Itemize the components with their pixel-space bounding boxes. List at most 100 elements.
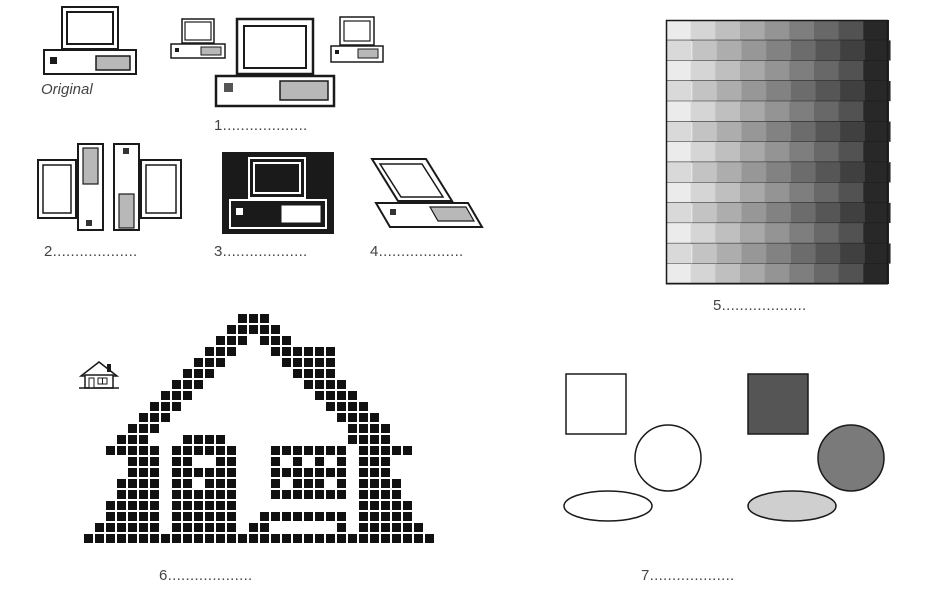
gradient-cell — [692, 202, 718, 224]
answer-blank-7[interactable]: 7................... — [641, 567, 735, 584]
house-pixel — [227, 468, 236, 477]
house-pixel — [293, 347, 302, 356]
answer-blank-2[interactable]: 2................... — [44, 243, 138, 260]
gradient-cell — [715, 20, 741, 41]
house-pixel — [128, 479, 137, 488]
gradient-cell — [790, 202, 817, 224]
house-pixel — [216, 534, 225, 543]
gradient-cell — [666, 243, 692, 264]
gradient-cell — [814, 141, 840, 163]
house-pixel — [227, 446, 236, 455]
house-pixel — [117, 501, 126, 510]
gradient-cell — [740, 20, 766, 41]
house-pixel — [238, 314, 247, 323]
house-pixel — [381, 479, 390, 488]
gradient-cell — [740, 141, 766, 163]
house-pixel — [227, 501, 236, 510]
house-pixel — [282, 446, 291, 455]
gradient-cell — [863, 223, 889, 244]
house-pixel — [172, 446, 181, 455]
house-pixel — [359, 413, 368, 422]
computer-large-icon — [214, 17, 336, 108]
answer-blank-3[interactable]: 3................... — [214, 243, 308, 260]
house-pixel — [216, 457, 225, 466]
answer-blank-1[interactable]: 1................... — [214, 117, 308, 134]
house-pixel — [150, 468, 159, 477]
gradient-cell — [838, 60, 865, 81]
house-pixel — [381, 468, 390, 477]
house-pixel — [315, 347, 324, 356]
house-pixel — [128, 468, 137, 477]
house-pixel — [293, 490, 302, 499]
house-pixel — [194, 468, 203, 477]
gradient-cell — [666, 101, 692, 122]
computer-skewed-icon — [370, 158, 484, 228]
house-pixel — [117, 435, 126, 444]
gradient-cell — [690, 263, 717, 284]
house-pixel — [370, 534, 379, 543]
house-pixel — [326, 391, 335, 400]
gradient-cell — [666, 202, 692, 224]
gradient-cell — [764, 141, 791, 163]
house-pixel — [139, 523, 148, 532]
house-pixel — [315, 457, 324, 466]
gradient-cell — [690, 60, 717, 81]
gradient-cell — [789, 101, 815, 122]
house-pixel — [370, 501, 379, 510]
house-pixel — [282, 512, 291, 521]
house-pixel — [216, 523, 225, 532]
house-pixel — [381, 512, 390, 521]
house-pixel — [150, 523, 159, 532]
house-pixel — [183, 369, 192, 378]
house-pixel — [293, 446, 302, 455]
house-pixel — [128, 501, 137, 510]
house-pixel — [403, 501, 412, 510]
house-pixel — [359, 523, 368, 532]
house-pixel — [315, 358, 324, 367]
gradient-cell — [715, 263, 741, 284]
gradient-cell — [666, 20, 692, 41]
house-pixel — [271, 336, 280, 345]
house-pixel — [326, 468, 335, 477]
gradient-cell — [863, 101, 889, 122]
house-pixel — [271, 347, 280, 356]
house-pixel — [183, 512, 192, 521]
house-pixel — [106, 446, 115, 455]
house-pixel — [194, 446, 203, 455]
answer-blank-4[interactable]: 4................... — [370, 243, 464, 260]
house-pixel — [172, 468, 181, 477]
house-pixel — [194, 534, 203, 543]
house-pixel — [139, 490, 148, 499]
house-pixel — [194, 490, 203, 499]
house-pixel — [315, 490, 324, 499]
house-pixel — [370, 446, 379, 455]
gradient-cell — [815, 121, 842, 142]
house-pixel — [194, 523, 203, 532]
gradient-cell — [716, 40, 743, 61]
house-pixel — [359, 490, 368, 499]
house-pixel — [370, 512, 379, 521]
house-pixel — [381, 424, 390, 433]
house-pixel — [227, 479, 236, 488]
gradient-cell — [840, 40, 866, 61]
house-pixel — [128, 512, 137, 521]
gradient-cell — [692, 121, 718, 142]
house-pixel — [381, 446, 390, 455]
house-pixel — [403, 523, 412, 532]
gradient-cell — [790, 162, 817, 183]
house-pixel — [216, 446, 225, 455]
gradient-cell — [838, 101, 865, 122]
house-pixel — [271, 468, 280, 477]
house-pixel — [194, 501, 203, 510]
answer-blank-5[interactable]: 5................... — [713, 297, 807, 314]
house-pixel — [139, 457, 148, 466]
house-pixel — [260, 523, 269, 532]
answer-blank-6[interactable]: 6................... — [159, 567, 253, 584]
house-pixel — [348, 391, 357, 400]
house-pixel — [139, 435, 148, 444]
gradient-cell — [741, 121, 768, 142]
house-pixel — [183, 391, 192, 400]
gradient-cell — [814, 263, 840, 284]
house-pixel — [128, 424, 137, 433]
house-pixel — [315, 446, 324, 455]
